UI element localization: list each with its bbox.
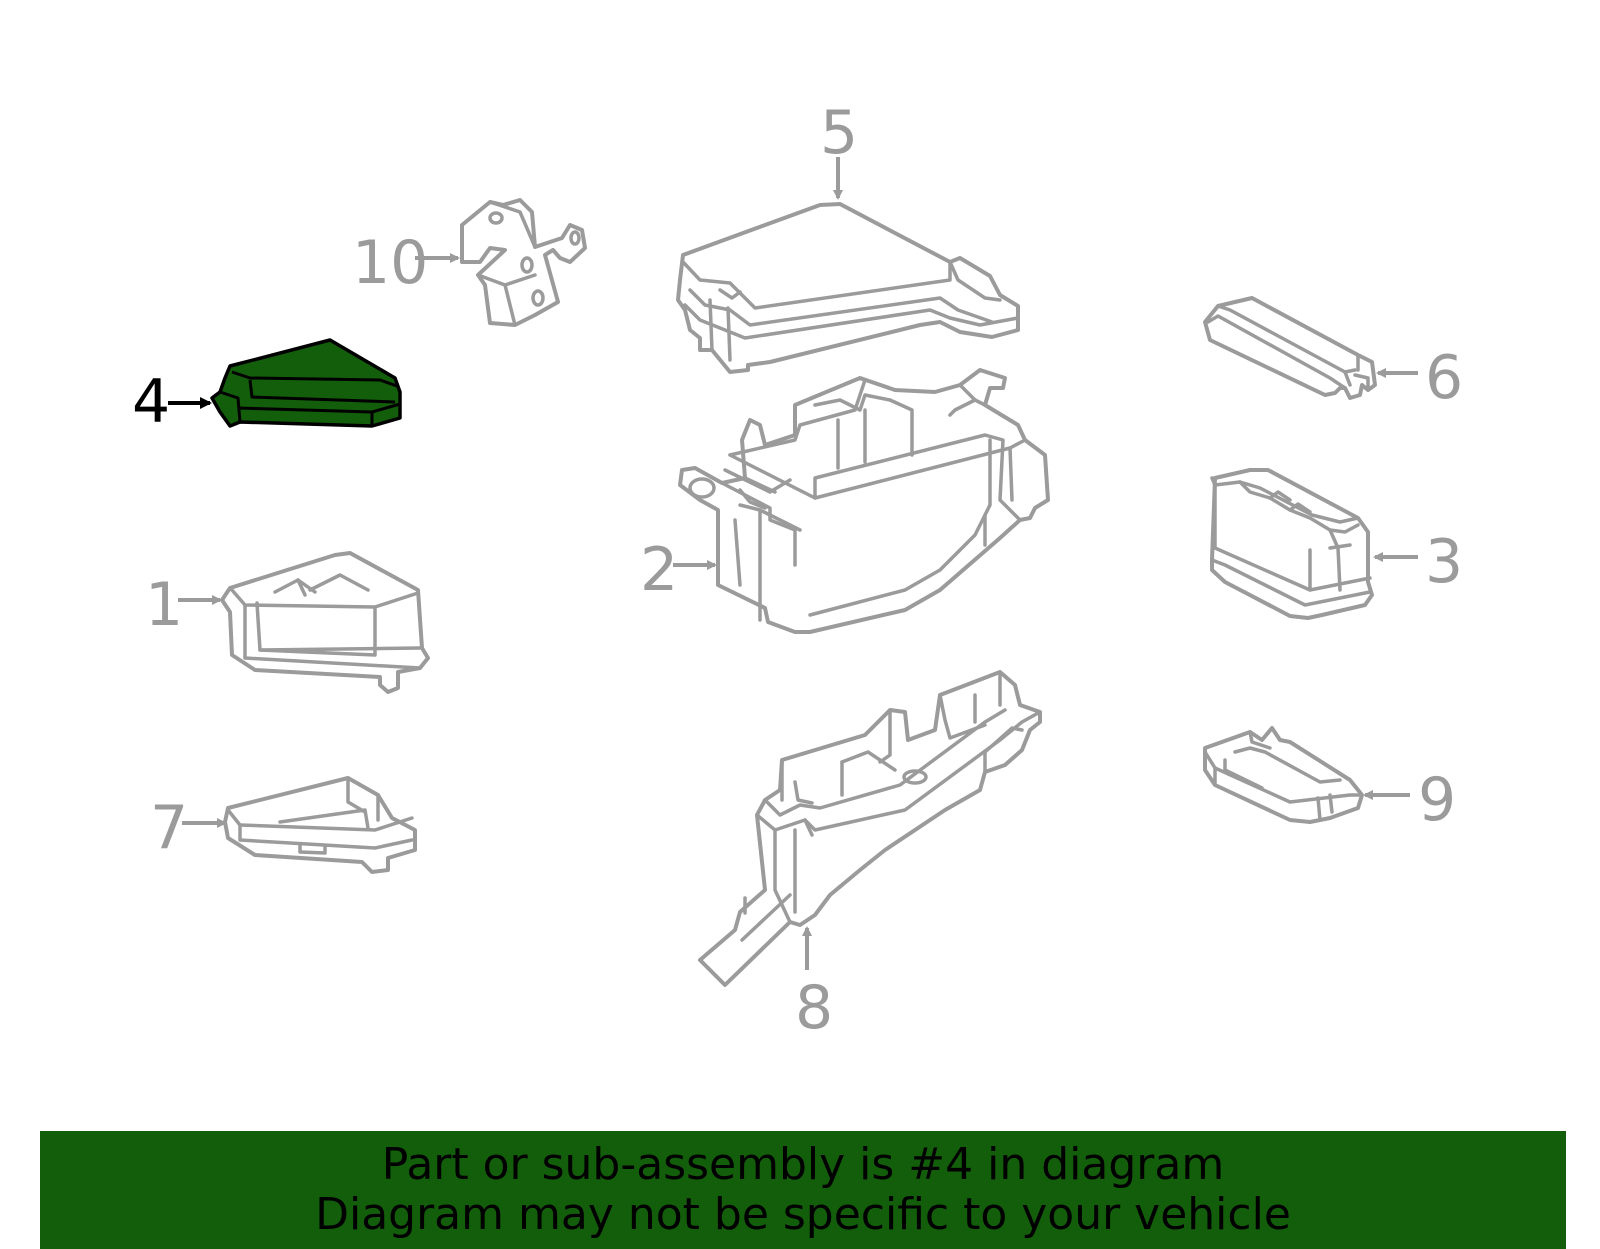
part-3-relay-block[interactable] (1210, 468, 1374, 620)
callout-8-label: 8 (795, 973, 833, 1043)
part-10-bracket[interactable] (460, 198, 587, 327)
callout-3-label: 3 (1425, 527, 1463, 597)
part-6-fuse-strip[interactable] (1203, 296, 1377, 400)
part-1-holder[interactable] (220, 551, 430, 694)
part-4-cover[interactable] (210, 338, 402, 428)
part-7-holder[interactable] (223, 776, 417, 874)
banner-line-disclaimer: Diagram may not be specific to your vehi… (315, 1189, 1291, 1240)
parts-diagram-svg: 10 4 1 7 (132, 98, 1463, 1043)
callout-10-label: 10 (352, 228, 428, 298)
part-5-cover[interactable] (676, 202, 1020, 374)
callout-5: 5 (820, 98, 858, 200)
callout-1: 1 (145, 570, 222, 640)
callout-7-label: 7 (150, 793, 188, 863)
callout-9: 9 (1363, 765, 1456, 835)
info-banner: Part or sub-assembly is #4 in diagram Di… (40, 1131, 1566, 1249)
callout-6-label: 6 (1425, 343, 1463, 413)
callout-6: 6 (1376, 343, 1463, 413)
part-9-clip[interactable] (1203, 726, 1364, 824)
banner-line-part: Part or sub-assembly is #4 in diagram (381, 1139, 1225, 1190)
callout-4-label: 4 (132, 367, 170, 437)
callout-2-label: 2 (640, 535, 678, 605)
callout-5-label: 5 (820, 98, 858, 168)
part-2-fusebox[interactable] (678, 368, 1050, 634)
callout-7: 7 (150, 793, 227, 863)
callout-2: 2 (640, 535, 717, 605)
callout-10: 10 (352, 228, 460, 298)
callout-8: 8 (795, 926, 833, 1043)
callout-1-label: 1 (145, 570, 183, 640)
callout-3: 3 (1373, 527, 1463, 597)
callout-4: 4 (132, 367, 212, 437)
callout-9-label: 9 (1418, 765, 1456, 835)
parts-diagram: 10 4 1 7 (132, 98, 1463, 1043)
part-8-bracket[interactable] (698, 670, 1042, 987)
